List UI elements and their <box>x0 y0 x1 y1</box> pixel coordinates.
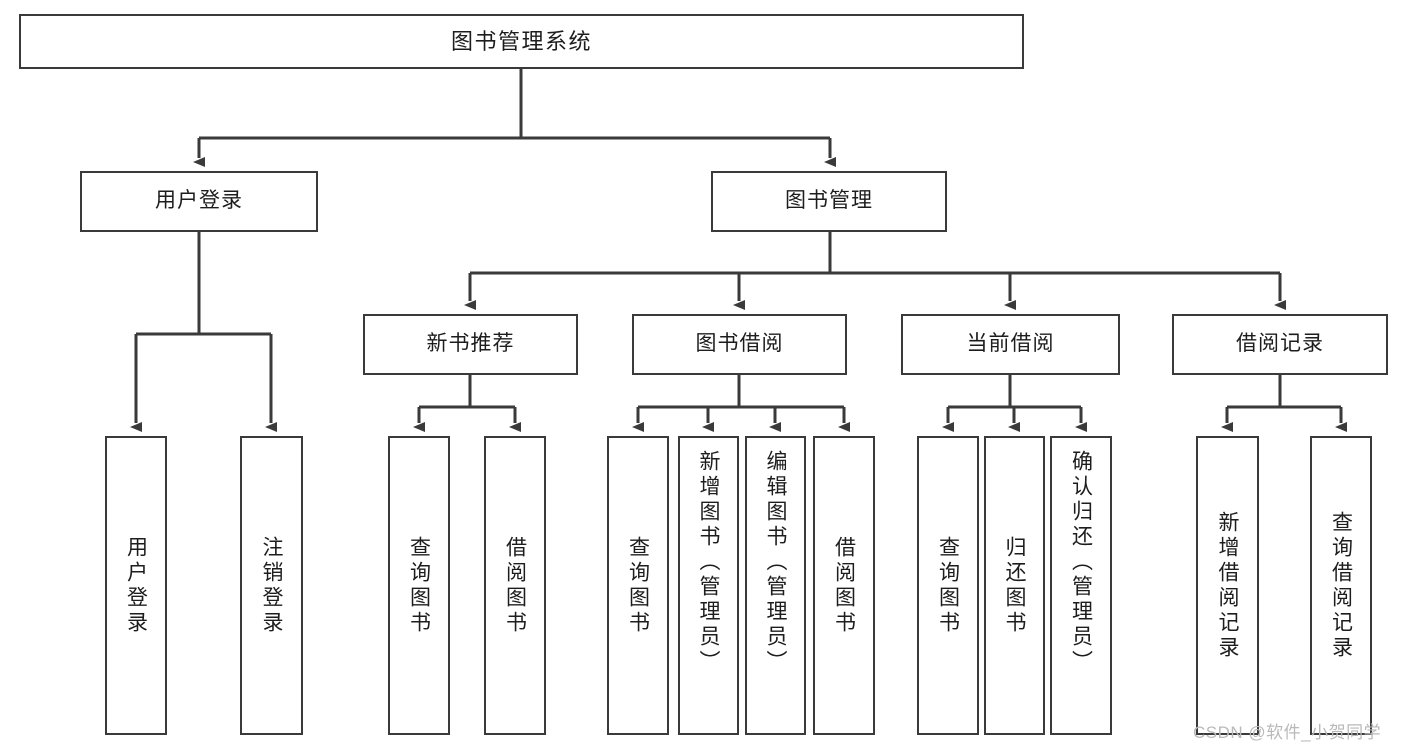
node-book-manage-label: 图书管理 <box>785 189 873 213</box>
leaf-user-logout-label: 注销登录 <box>260 535 283 636</box>
node-borrow-record[interactable]: 借阅记录 <box>1172 314 1388 375</box>
leaf-add-book-admin[interactable]: 新增图书（管理员） <box>678 436 739 735</box>
node-user-login-label: 用户登录 <box>155 189 243 213</box>
leaf-add-book-admin-label: 新增图书（管理员） <box>697 450 720 675</box>
leaf-borrow-book-recommend[interactable]: 借阅图书 <box>484 436 546 735</box>
leaf-query-book-recommend[interactable]: 查询图书 <box>388 436 450 735</box>
leaf-return-book[interactable]: 归还图书 <box>984 436 1045 735</box>
node-borrow-record-label: 借阅记录 <box>1236 332 1324 356</box>
leaf-user-login[interactable]: 用户登录 <box>105 436 167 735</box>
node-user-login[interactable]: 用户登录 <box>80 171 318 232</box>
leaf-borrow-book[interactable]: 借阅图书 <box>813 436 875 735</box>
node-new-book-recommend-label: 新书推荐 <box>426 332 515 356</box>
leaf-query-borrow-record-label: 查询借阅记录 <box>1329 510 1353 661</box>
leaf-user-login-label: 用户登录 <box>124 535 148 636</box>
leaf-query-borrow-record[interactable]: 查询借阅记录 <box>1310 436 1372 735</box>
node-current-borrow-label: 当前借阅 <box>966 332 1055 356</box>
leaf-confirm-return-admin-label: 确认归还（管理员） <box>1069 450 1093 675</box>
leaf-query-book-recommend-label: 查询图书 <box>407 535 431 636</box>
node-current-borrow[interactable]: 当前借阅 <box>901 314 1120 375</box>
leaf-return-book-label: 归还图书 <box>1003 535 1026 636</box>
leaf-borrow-book-recommend-label: 借阅图书 <box>503 535 527 636</box>
node-new-book-recommend[interactable]: 新书推荐 <box>363 314 578 375</box>
leaf-add-borrow-record-label: 新增借阅记录 <box>1216 510 1239 661</box>
leaf-query-book-borrow[interactable]: 查询图书 <box>607 436 669 735</box>
leaf-edit-book-admin-label: 编辑图书（管理员） <box>764 450 787 675</box>
leaf-add-borrow-record[interactable]: 新增借阅记录 <box>1196 436 1259 735</box>
leaf-query-book-current[interactable]: 查询图书 <box>917 436 979 735</box>
leaf-borrow-book-label: 借阅图书 <box>832 535 856 636</box>
leaf-query-book-current-label: 查询图书 <box>936 535 960 636</box>
csdn-watermark: CSDN @软件_小贺同学 <box>1193 723 1382 742</box>
node-book-borrow-label: 图书借阅 <box>695 332 784 356</box>
node-root-label: 图书管理系统 <box>450 28 592 54</box>
node-root[interactable]: 图书管理系统 <box>19 14 1024 69</box>
leaf-query-book-borrow-label: 查询图书 <box>626 535 650 636</box>
leaf-edit-book-admin[interactable]: 编辑图书（管理员） <box>745 436 806 735</box>
node-book-borrow[interactable]: 图书借阅 <box>632 314 847 375</box>
node-book-manage[interactable]: 图书管理 <box>711 171 947 232</box>
leaf-confirm-return-admin[interactable]: 确认归还（管理员） <box>1050 436 1112 735</box>
leaf-user-logout[interactable]: 注销登录 <box>240 436 303 735</box>
